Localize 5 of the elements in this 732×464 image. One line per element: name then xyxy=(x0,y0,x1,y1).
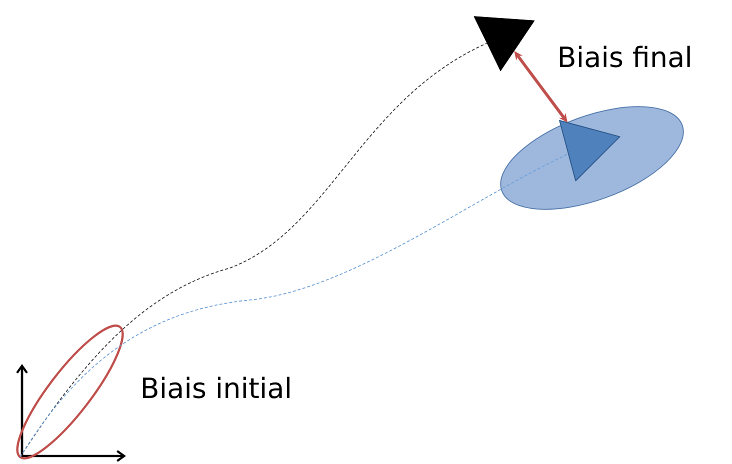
label-text: Biais final xyxy=(560,46,690,68)
triangle-marker xyxy=(559,120,620,182)
triangle-marker xyxy=(474,16,535,72)
dashed-curve xyxy=(20,42,488,458)
dashed-curve xyxy=(20,153,569,458)
